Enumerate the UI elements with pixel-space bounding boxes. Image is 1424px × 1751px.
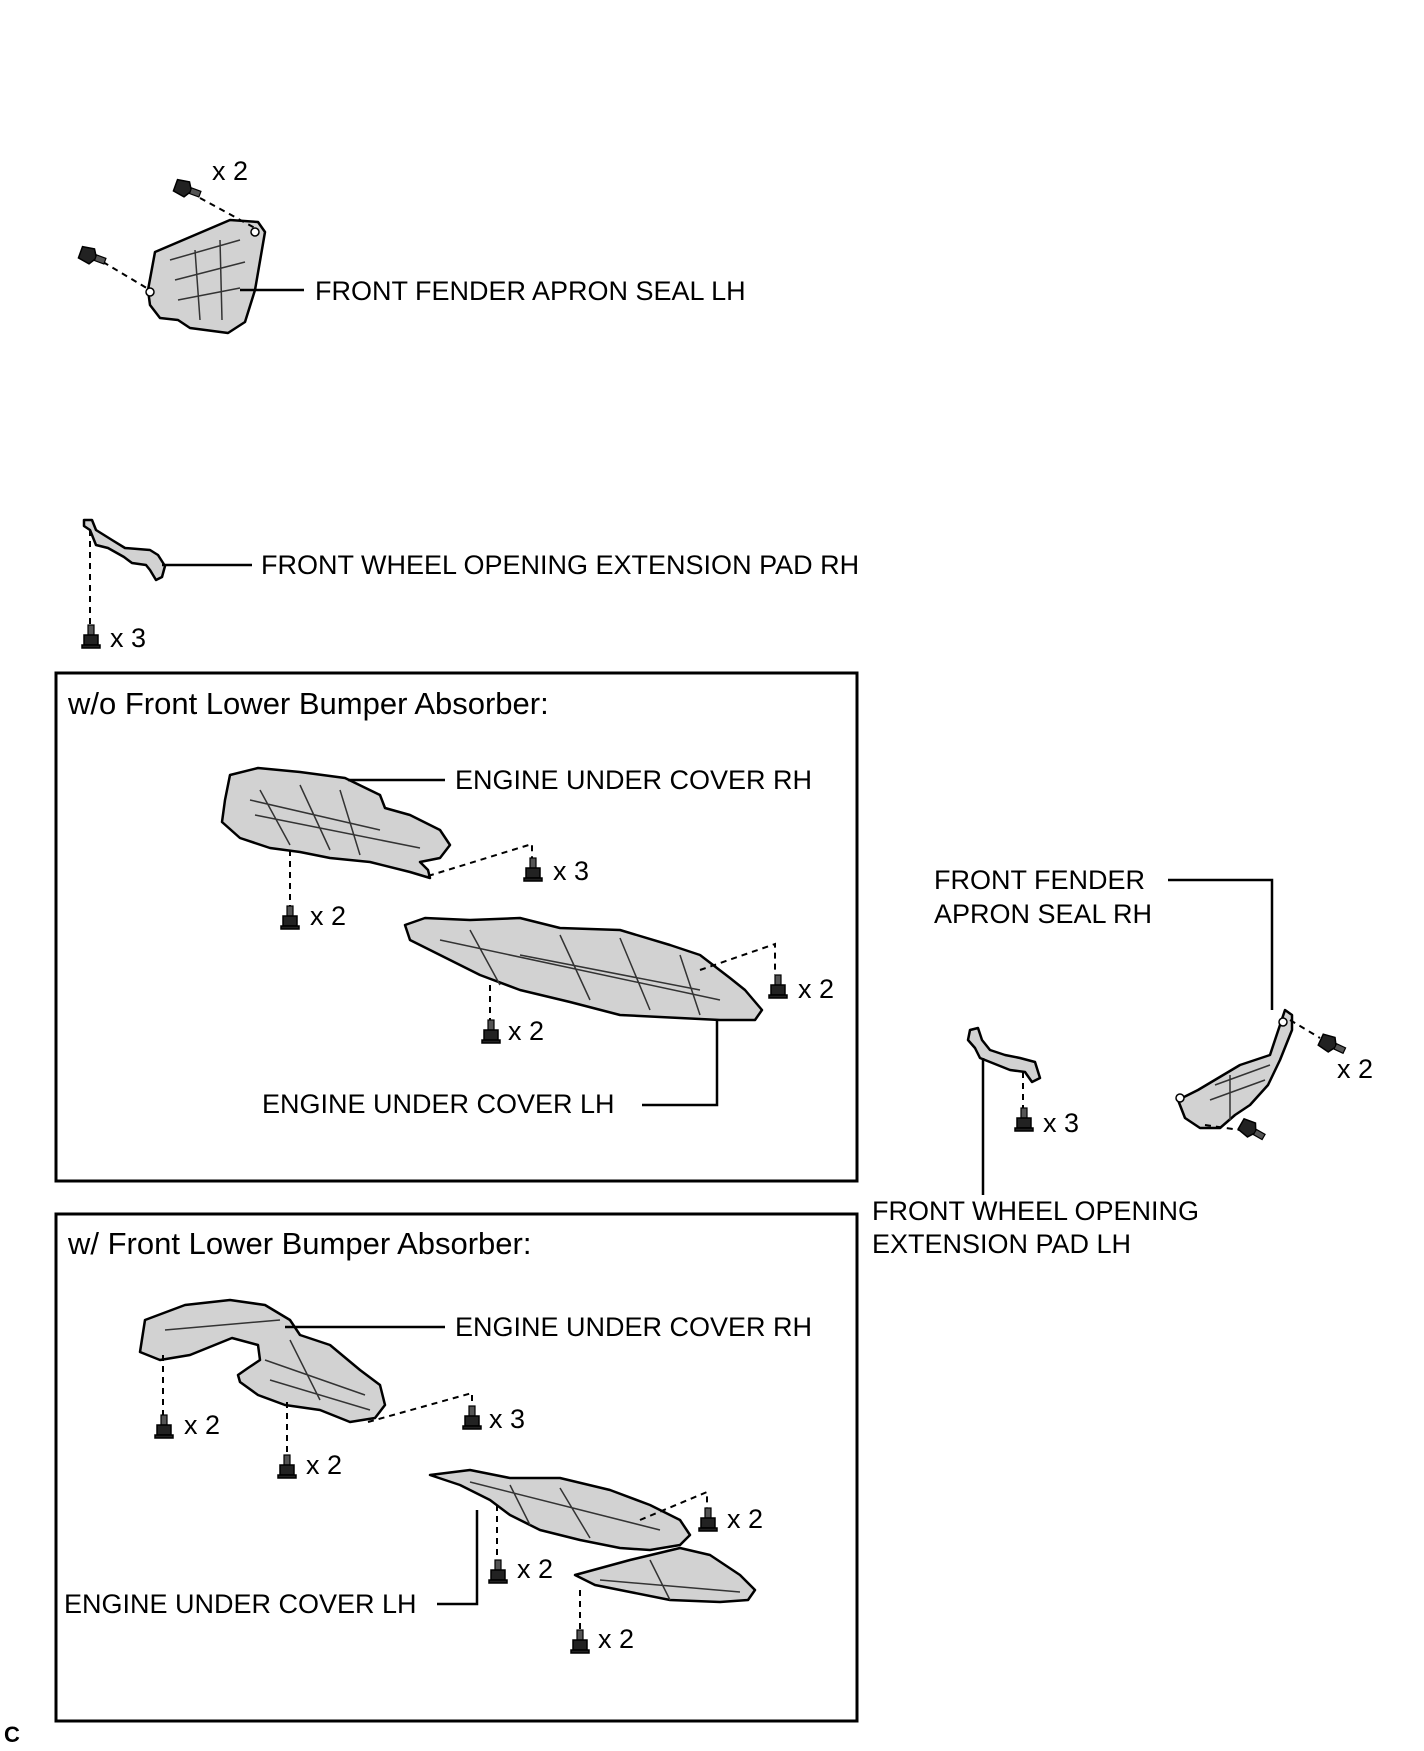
seal-lh-clip-quantity: x 2	[212, 156, 248, 186]
box2-rh-bolt-quantity-left: x 2	[184, 1410, 220, 1440]
box2-lh-bolt-quantity-middle: x 2	[517, 1554, 553, 1584]
seal-rh-clip-quantity: x 2	[1337, 1054, 1373, 1084]
front-wheel-opening-ext-pad-lh-label-line1: FRONT WHEEL OPENING	[872, 1196, 1199, 1226]
front-wheel-opening-ext-pad-lh-part	[966, 1026, 1042, 1195]
front-fender-apron-seal-rh-part	[1168, 878, 1349, 1145]
box1-engine-under-cover-rh-part	[220, 766, 543, 930]
without-absorber-box	[54, 671, 859, 1183]
front-fender-apron-seal-lh-label: FRONT FENDER APRON SEAL LH	[315, 276, 746, 306]
box1-engine-under-cover-lh-label: ENGINE UNDER COVER LH	[262, 1089, 615, 1119]
with-absorber-box	[54, 1212, 859, 1723]
box2-engine-under-cover-rh-part	[138, 1298, 482, 1479]
box2-lh-bolt-quantity-right: x 2	[727, 1504, 763, 1534]
box1-lh-bolt-quantity-bottom: x 2	[508, 1016, 544, 1046]
box1-rh-screw-quantity: x 3	[553, 856, 589, 886]
box1-engine-under-cover-lh-part	[403, 916, 788, 1107]
front-fender-apron-seal-rh-label-line1: FRONT FENDER	[934, 865, 1145, 895]
front-fender-apron-seal-rh-label-line2: APRON SEAL RH	[934, 899, 1152, 929]
front-wheel-opening-ext-pad-lh-label-line2: EXTENSION PAD LH	[872, 1229, 1131, 1259]
front-fender-apron-seal-lh-part	[76, 176, 304, 335]
box2-rh-bolt-quantity-middle: x 2	[306, 1450, 342, 1480]
box1-lh-bolt-quantity-right: x 2	[798, 974, 834, 1004]
pad-rh-screw-quantity: x 3	[110, 623, 146, 653]
box2-engine-under-cover-rh-label: ENGINE UNDER COVER RH	[455, 1312, 812, 1342]
box2-lh-bolt-quantity-bottom: x 2	[598, 1624, 634, 1654]
without-absorber-title: w/o Front Lower Bumper Absorber:	[67, 686, 549, 721]
pad-lh-screw-quantity: x 3	[1043, 1108, 1079, 1138]
corner-mark: C	[4, 1722, 20, 1747]
with-absorber-title: w/ Front Lower Bumper Absorber:	[67, 1226, 531, 1261]
box2-engine-under-cover-lh-label: ENGINE UNDER COVER LH	[64, 1589, 417, 1619]
front-wheel-opening-ext-pad-rh-label: FRONT WHEEL OPENING EXTENSION PAD RH	[261, 550, 859, 580]
box2-engine-under-cover-lh-part	[428, 1468, 757, 1654]
box1-rh-bolt-quantity: x 2	[310, 901, 346, 931]
front-wheel-opening-ext-pad-rh-part	[81, 518, 252, 649]
box2-rh-screw-quantity: x 3	[489, 1404, 525, 1434]
box1-engine-under-cover-rh-label: ENGINE UNDER COVER RH	[455, 765, 812, 795]
